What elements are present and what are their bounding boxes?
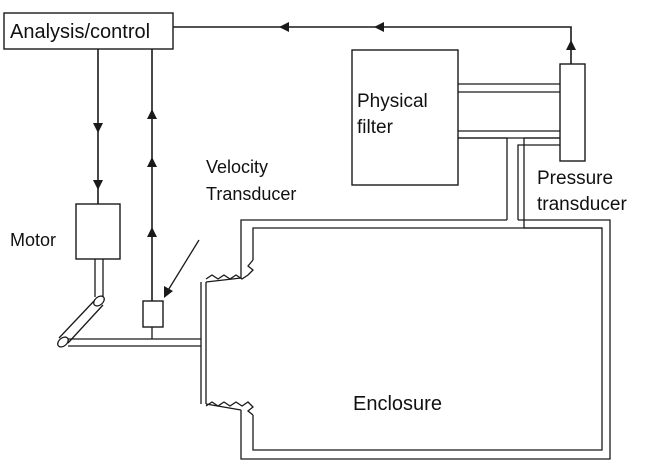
- analysis-control-box: [3, 12, 174, 50]
- feedback-arrow-2: [374, 22, 384, 32]
- motor-label: Motor: [10, 230, 56, 250]
- velocity-arrow-1: [147, 109, 157, 119]
- enclosure-walls: [240, 219, 611, 460]
- pressure-label-1: Pressure: [537, 168, 613, 189]
- motor-box: [75, 203, 121, 260]
- velocity-arrow-2: [147, 157, 157, 167]
- motor-arrow-2: [93, 180, 103, 190]
- physical-filter-box: [351, 49, 459, 186]
- pressure-label-2: transducer: [537, 194, 627, 215]
- analysis-control-label: Analysis/control: [10, 21, 150, 43]
- enclosure-label: Enclosure: [353, 393, 442, 415]
- velocity-arrow-3: [147, 227, 157, 237]
- pressure-transducer-box: [559, 63, 586, 162]
- feedback-arrow-1: [566, 40, 576, 50]
- bellows-diaphragm: [200, 259, 254, 416]
- physical-filter-label-2: filter: [357, 117, 394, 138]
- velocity-signal-line: [147, 49, 157, 301]
- velocity-label-1: Velocity: [206, 157, 268, 177]
- velocity-label-2: Transducer: [206, 184, 296, 204]
- physical-filter-label-1: Physical: [357, 91, 428, 112]
- velocity-pointer-arrow: [164, 286, 173, 298]
- filter-tubes: [458, 83, 560, 139]
- feedback-arrow-3: [279, 22, 289, 32]
- velocity-transducer-box: [142, 300, 164, 328]
- crank-linkage: [57, 259, 201, 348]
- velocity-pointer-line: [166, 239, 200, 293]
- feedback-signal-line: [173, 22, 576, 64]
- motor-arrow-1: [93, 123, 103, 133]
- motor-control-line: [93, 49, 103, 204]
